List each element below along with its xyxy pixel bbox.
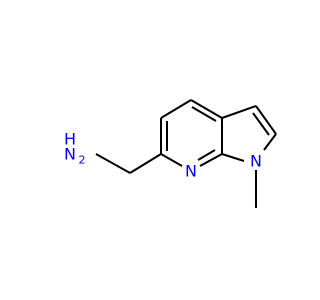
bond-c7a-n7-double bbox=[197, 149, 216, 161]
amine-h-subscript: 2 bbox=[79, 154, 86, 167]
bond-ch2-nh2 bbox=[95, 153, 131, 174]
bond-c4-c3a-double bbox=[191, 106, 217, 122]
bond-ch2-c6 bbox=[129, 153, 162, 174]
pyridine-n-label: N bbox=[185, 162, 197, 181]
bond-c4-c3a bbox=[190, 99, 223, 119]
bond-c3a-c3 bbox=[221, 105, 257, 119]
bond-c2-n1 bbox=[263, 133, 277, 151]
bond-n7-c6 bbox=[160, 153, 183, 167]
bond-n1-c7a bbox=[221, 153, 245, 162]
bond-c3-c2 bbox=[255, 105, 277, 135]
pyrrole-n-label: N bbox=[250, 152, 262, 171]
bond-c5-c4 bbox=[160, 99, 192, 119]
structure-canvas: H N 2 N N bbox=[64, 99, 277, 208]
amine-n-label: N bbox=[64, 145, 76, 164]
bond-c7a-n7 bbox=[199, 153, 223, 167]
bond-c3-c2-double bbox=[252, 112, 270, 136]
molecule-drawing: H N 2 N N bbox=[64, 99, 277, 208]
amine-h-label: H bbox=[64, 130, 76, 149]
